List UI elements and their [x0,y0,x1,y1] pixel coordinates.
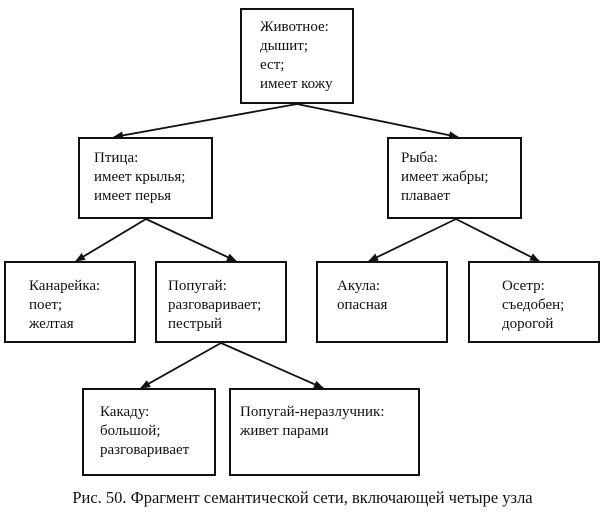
node-sturgeon-line-2: съедобен; [502,297,565,313]
node-fish: Рыба: имеет жабры; плавает [387,137,522,219]
node-bird-line-1: Птица: [94,150,139,166]
node-fish-line-3: плавает [401,188,450,204]
node-fish-line-2: имеет жабры; [401,169,489,185]
figure-caption: Рис. 50. Фрагмент семантической сети, вк… [72,488,533,507]
edge-parrot-to-lovebird [220,342,324,389]
node-sturgeon: Осетр: съедобен; дорогой [468,261,600,343]
node-animal-line-3: ест; [260,57,285,73]
edge-animal-to-fish [296,103,459,140]
node-bird-line-2: имеет крылья; [94,169,186,185]
node-cockatoo-line-3: разговаривает [100,442,190,458]
node-animal-line-4: имеет кожу [260,76,333,92]
node-parrot: Попугай: разговаривает; пестрый [155,261,287,343]
node-lovebird-line-2: живет парами [240,423,329,439]
node-canary: Канарейка: поет; желтая [4,261,136,343]
node-animal-line-2: дышит; [260,38,309,54]
node-parrot-line-1: Попугай: [168,278,227,294]
node-parrot-line-3: пестрый [168,316,223,332]
node-lovebird: Попугай-неразлучник: живет парами [229,388,420,476]
node-animal: Животное: дышит; ест; имеет кожу [240,8,354,104]
edge-fish-to-shark [368,218,457,262]
node-shark-line-2: опасная [337,297,388,313]
edge-fish-to-sturgeon [455,218,540,262]
node-shark-line-1: Акула: [337,278,381,294]
node-shark: Акула: опасная [316,261,448,343]
node-fish-line-1: Рыба: [401,150,438,166]
node-cockatoo: Какаду: большой; разговаривает [82,388,216,476]
node-sturgeon-line-3: дорогой [502,316,554,332]
node-animal-line-1: Животное: [260,19,329,35]
edge-bird-to-parrot [145,218,237,262]
edge-bird-to-canary [75,218,147,262]
node-cockatoo-line-2: большой; [100,423,161,439]
node-canary-line-3: желтая [29,316,74,332]
node-parrot-line-2: разговаривает; [168,297,262,313]
node-sturgeon-line-1: Осетр: [502,278,545,294]
node-canary-line-1: Канарейка: [29,278,101,294]
node-cockatoo-line-1: Какаду: [100,404,150,420]
edge-animal-to-bird [113,103,298,140]
node-canary-line-2: поет; [29,297,63,313]
node-bird: Птица: имеет крылья; имеет перья [78,137,213,219]
edge-parrot-to-cockatoo [140,342,222,389]
node-lovebird-line-1: Попугай-неразлучник: [240,404,385,420]
node-bird-line-3: имеет перья [94,188,172,204]
